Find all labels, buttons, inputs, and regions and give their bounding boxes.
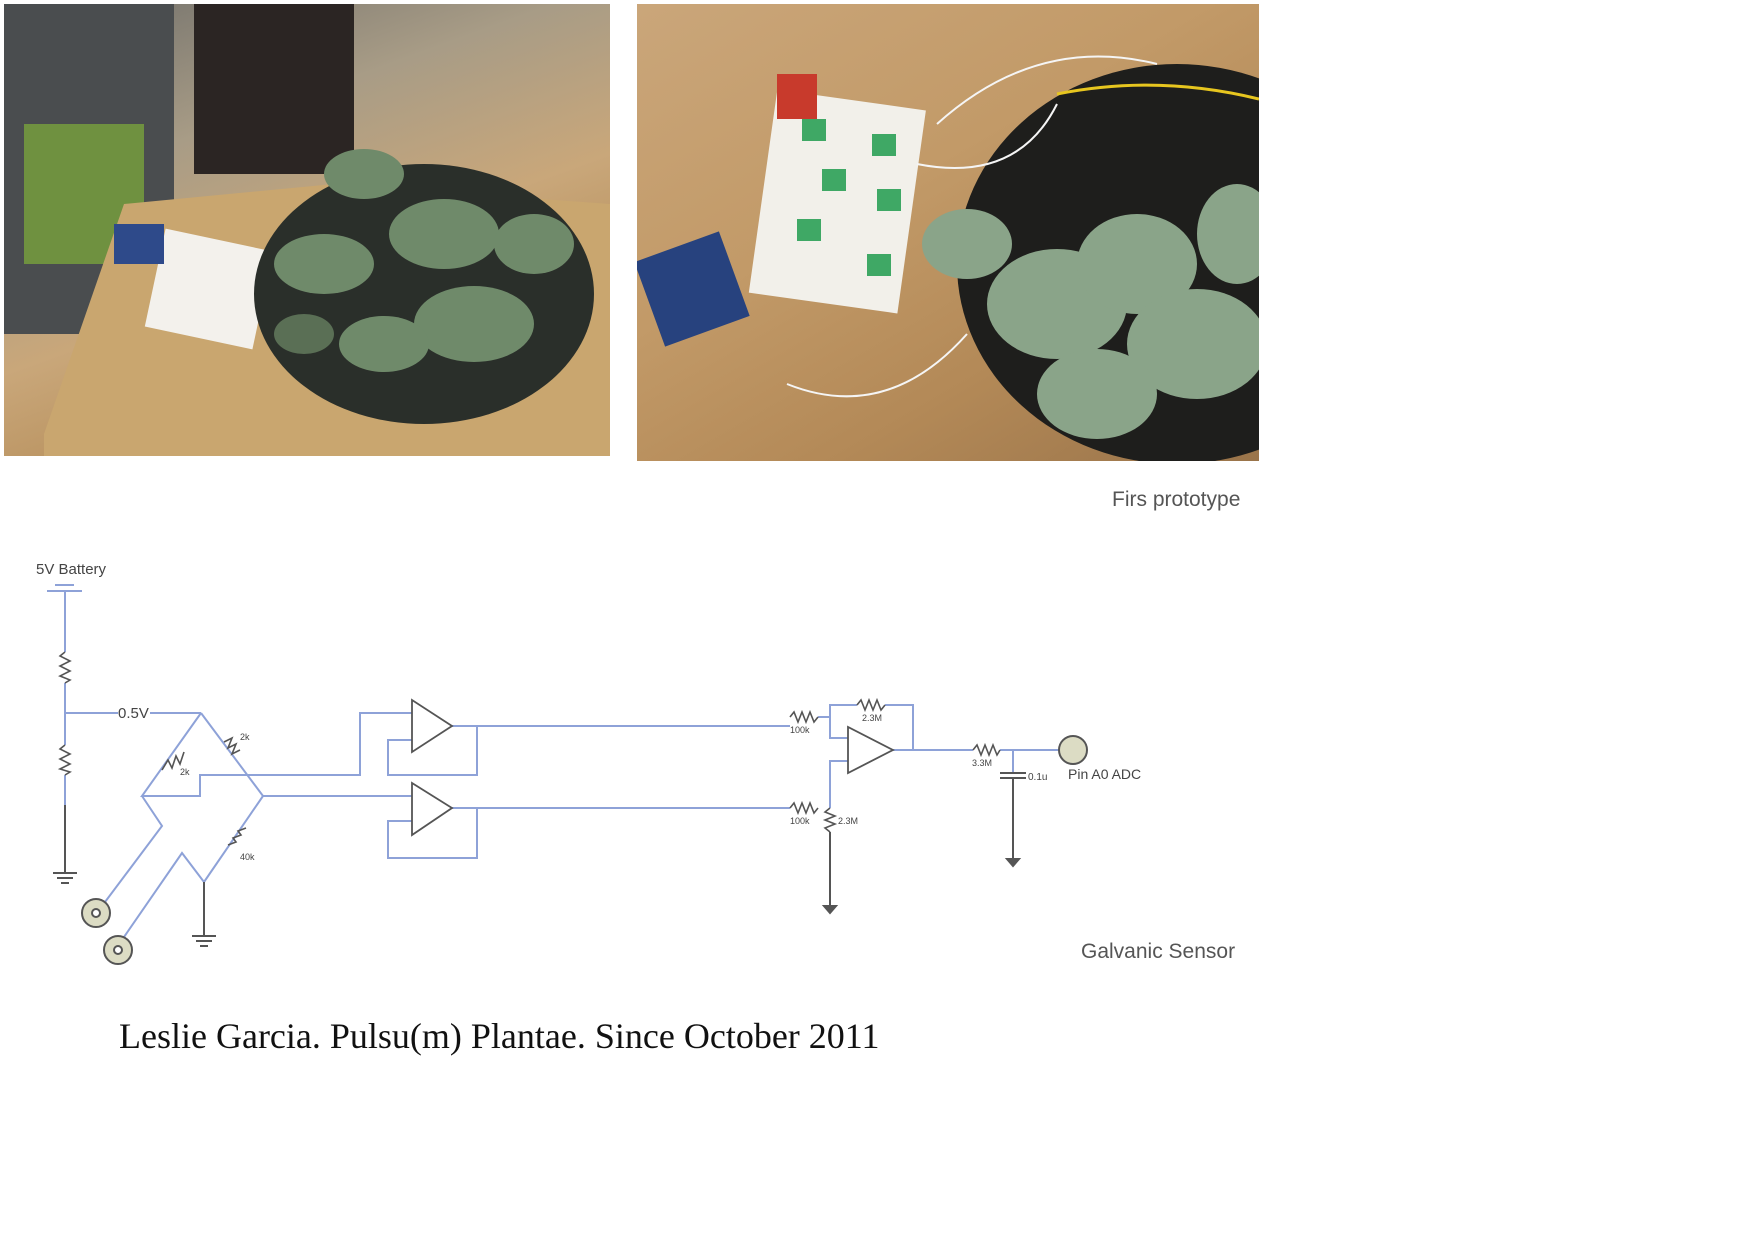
prototype-photo-right bbox=[637, 4, 1259, 461]
first-prototype-label: Firs prototype bbox=[1112, 488, 1241, 511]
arduino bbox=[114, 224, 164, 264]
resistor-icon bbox=[161, 751, 185, 771]
resistors bbox=[57, 651, 1001, 846]
resistor-icon bbox=[57, 744, 72, 776]
output-pin-icon bbox=[1058, 735, 1088, 765]
resistor-icon bbox=[58, 651, 72, 684]
op-amp-icon bbox=[411, 781, 454, 837]
node-voltage-label: 0.5V bbox=[118, 705, 149, 722]
r-bridge-right-label: 2k bbox=[240, 732, 250, 742]
succulent-leaves bbox=[274, 149, 574, 372]
ground-symbols bbox=[53, 858, 1022, 947]
succulent-leaves bbox=[922, 184, 1259, 439]
battery-symbol bbox=[47, 584, 82, 592]
r-bridge-left-label: 2k bbox=[180, 767, 190, 777]
r-in-bottom-label: 100k bbox=[790, 816, 810, 826]
galvanic-sensor-schematic: 5V Battery 0.5V 2k 2k 40k 100k 100k 2.3M… bbox=[36, 561, 1141, 965]
electrodes bbox=[81, 735, 1088, 965]
r-filter-label: 3.3M bbox=[972, 758, 992, 768]
red-component bbox=[777, 74, 817, 119]
battery-label: 5V Battery bbox=[36, 561, 107, 578]
resistor-icon bbox=[227, 827, 247, 846]
op-amp-icon bbox=[847, 725, 895, 775]
terminal-blocks bbox=[797, 119, 901, 276]
capacitor-label: 0.1u bbox=[1028, 772, 1047, 783]
resistor-icon bbox=[972, 742, 1001, 758]
wires bbox=[64, 592, 1059, 938]
ground-icon bbox=[1004, 858, 1022, 868]
photo-right-illustration bbox=[637, 55, 1259, 461]
person bbox=[194, 4, 354, 174]
op-amp-icon bbox=[411, 698, 454, 754]
capacitor-icon bbox=[1000, 772, 1026, 779]
resistor-icon bbox=[789, 800, 819, 816]
r-in-top-label: 100k bbox=[790, 725, 810, 735]
r-ground-label: 2.3M bbox=[838, 816, 858, 826]
resistor-icon bbox=[223, 736, 241, 756]
arduino-board bbox=[637, 231, 750, 347]
prototype-photo-left bbox=[4, 4, 610, 456]
ground-icon bbox=[53, 872, 77, 884]
galvanic-sensor-label: Galvanic Sensor bbox=[1081, 940, 1236, 963]
photo-left-illustration bbox=[4, 4, 610, 456]
figure-caption: Leslie Garcia. Pulsu(m) Plantae. Since O… bbox=[119, 1016, 880, 1056]
circuit-board bbox=[144, 228, 274, 350]
op-amps bbox=[411, 698, 895, 837]
r-feedback-label: 2.3M bbox=[862, 713, 882, 723]
ground-icon bbox=[192, 935, 216, 947]
resistor-icon bbox=[789, 709, 819, 725]
ground-wires bbox=[64, 778, 1014, 935]
yellow-wire bbox=[1056, 83, 1259, 101]
resistor-icon bbox=[856, 697, 886, 713]
wires bbox=[786, 55, 1158, 398]
r-bridge-bottom-label: 40k bbox=[240, 852, 255, 862]
output-pin-label: Pin A0 ADC bbox=[1068, 766, 1141, 782]
ground-icon bbox=[821, 905, 839, 915]
resistor-icon bbox=[822, 807, 838, 833]
